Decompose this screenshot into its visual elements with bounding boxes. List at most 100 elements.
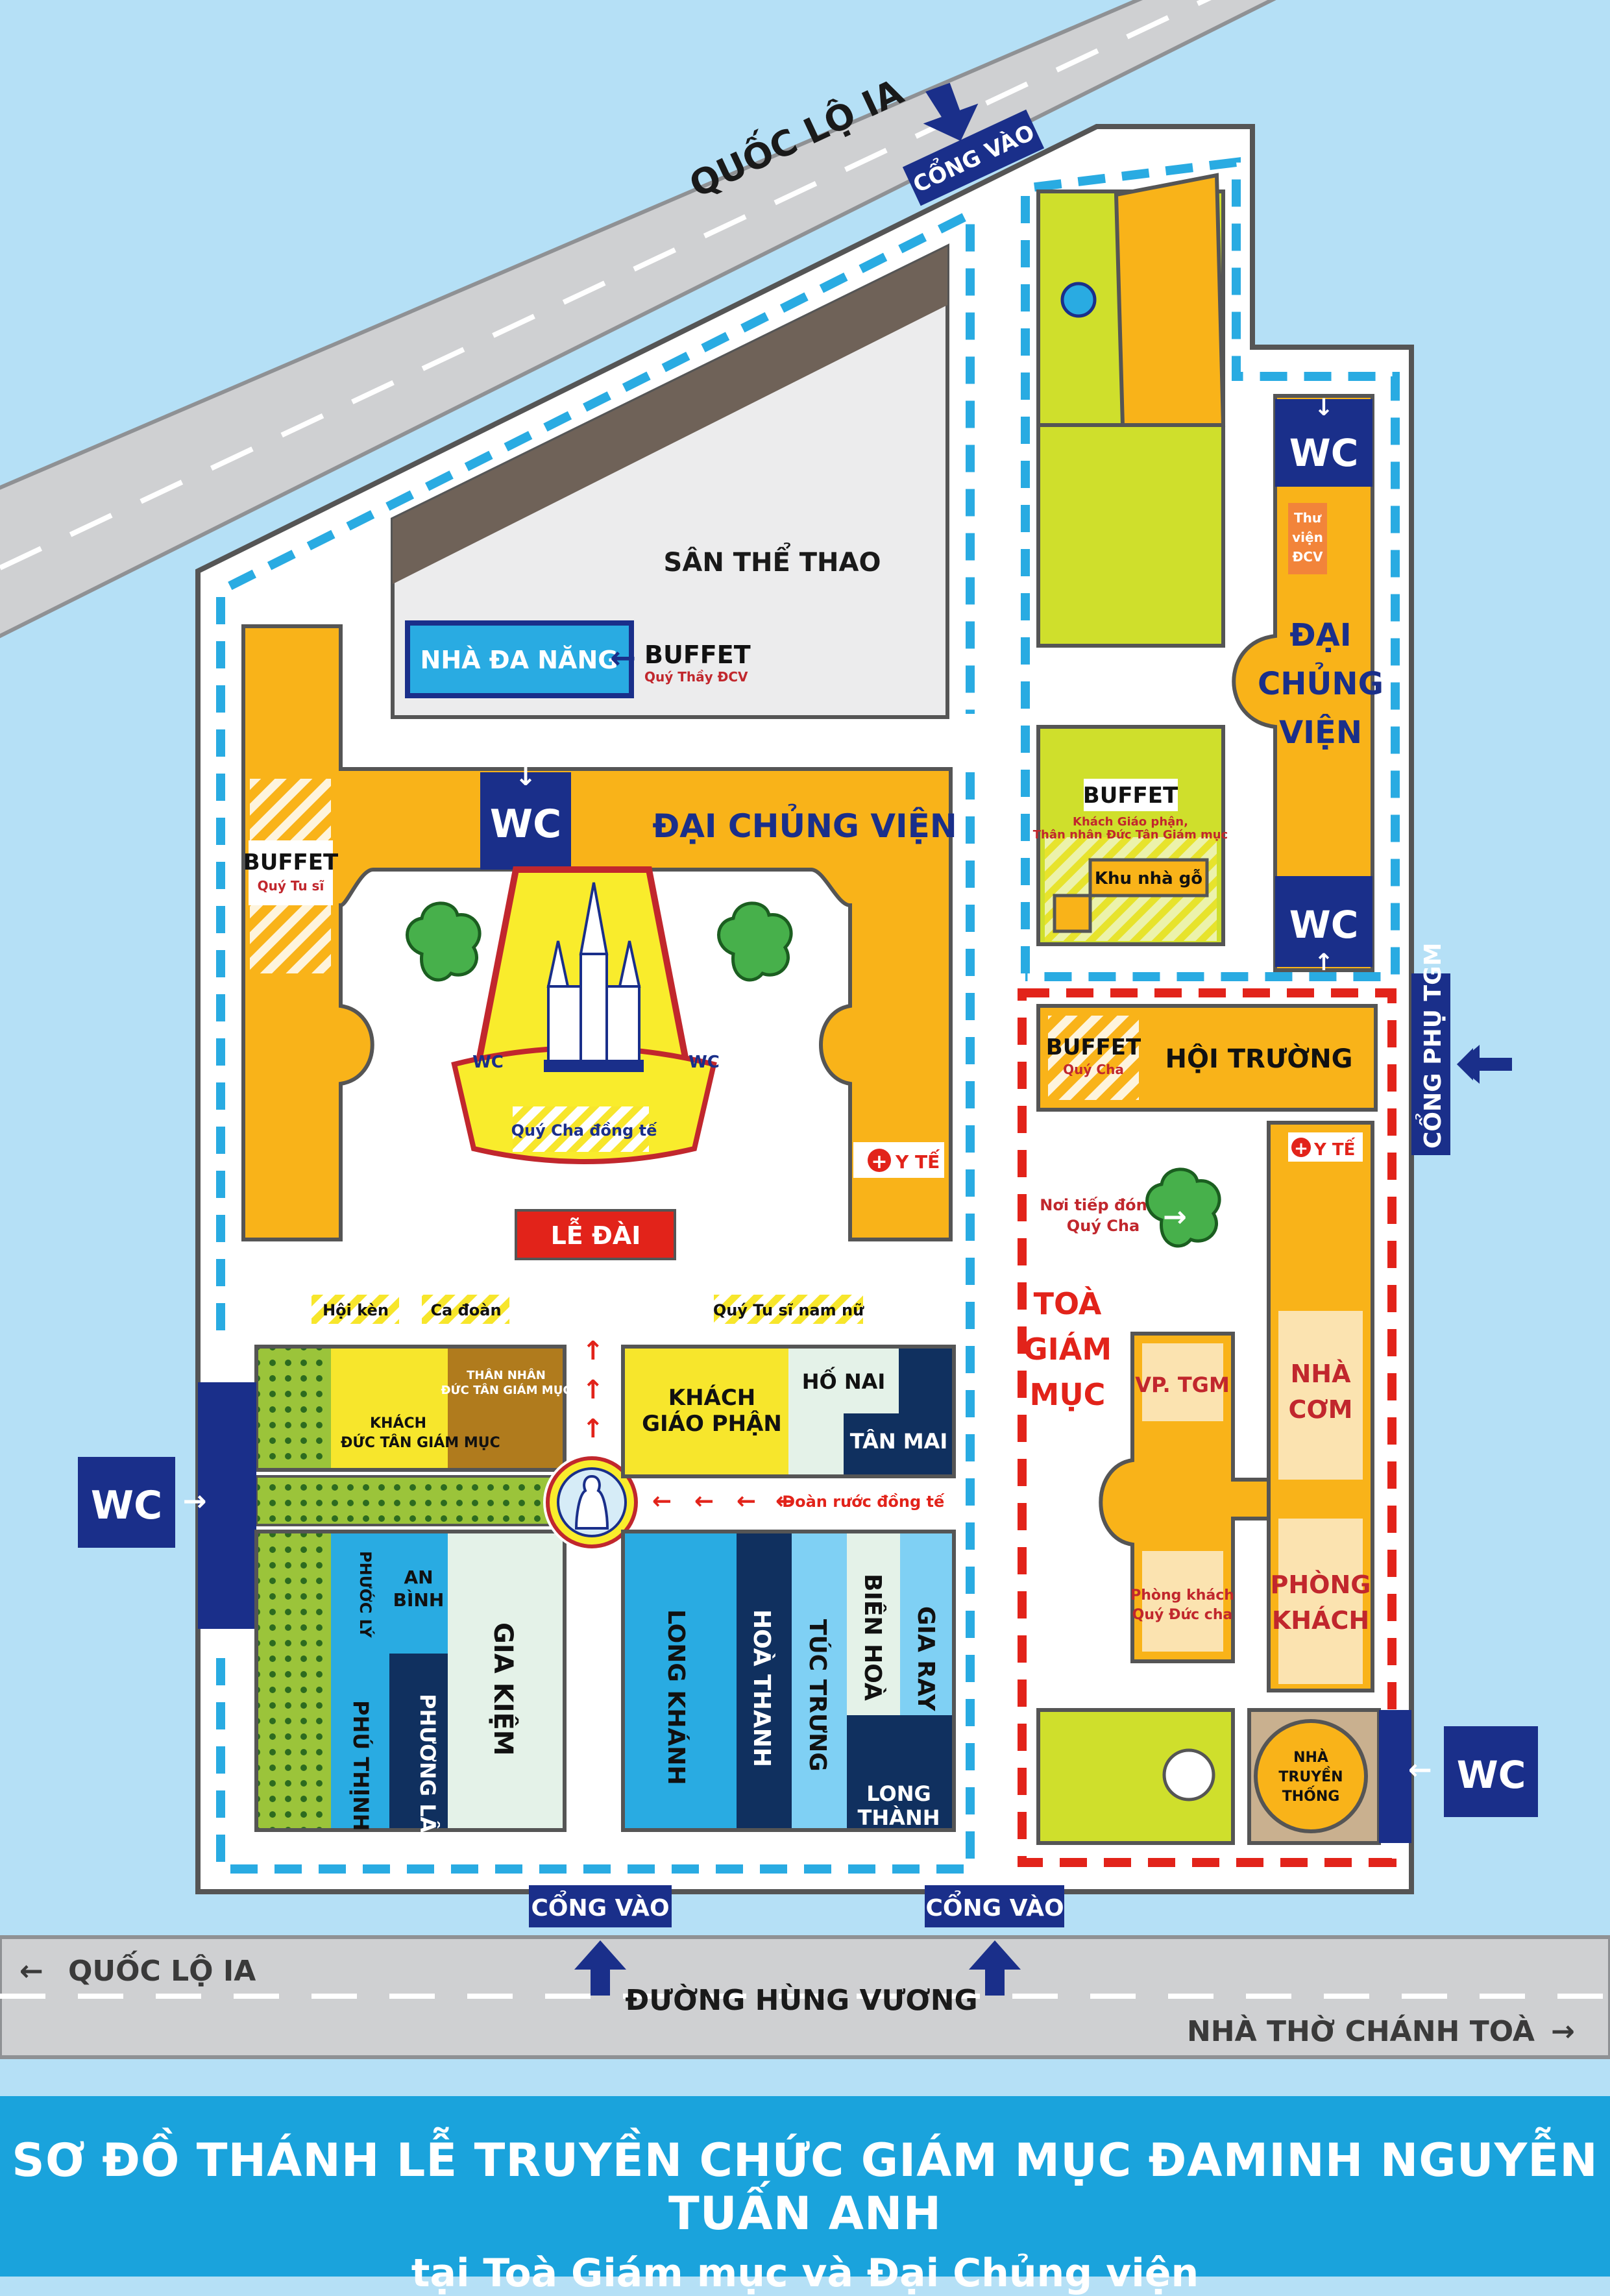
road-ql1a-bottom-label: QUỐC LỘ IA — [68, 1950, 256, 1988]
hoi-truong-label: HỘI TRƯỜNG — [1165, 1043, 1352, 1074]
arrow-up-icon: ↑ — [1314, 949, 1334, 976]
khach-dtgm-label-2: ĐỨC TÂN GIÁM MỤC — [341, 1434, 500, 1451]
nha-da-nang-label: NHÀ ĐA NĂNG — [421, 646, 618, 674]
medical-cross-icon: + — [871, 1151, 887, 1173]
pk-duc-cha-label-1: Phòng khách — [1130, 1587, 1234, 1604]
dcv-vertical-building: Thư viện ĐCV ĐẠI CHỦNG VIỆN — [1232, 394, 1384, 972]
mary-statue — [543, 1454, 640, 1551]
medical-cross-icon: + — [1294, 1139, 1308, 1158]
wc-left-wall — [198, 1382, 256, 1629]
church-icon — [544, 882, 644, 1072]
side-gate[interactable]: CỔNG PHỤ TGM — [1411, 943, 1512, 1155]
nha-truyen-thong-label-1: NHÀ — [1293, 1749, 1328, 1766]
dcv-v-label-3: VIỆN — [1279, 714, 1362, 751]
tan-mai-label: TÂN MAI — [850, 1429, 948, 1454]
buffet-cha-sub: Quý Cha — [1063, 1062, 1124, 1077]
footer-banner: SƠ ĐỒ THÁNH LỄ TRUYỀN CHỨC GIÁM MỤC ĐAMI… — [0, 2096, 1610, 2296]
phong-khach-label-2: KHÁCH — [1272, 1606, 1369, 1635]
arrow-up-icon — [969, 1940, 1021, 1996]
gate-bottom-left-label: CỔNG VÀO — [531, 1890, 669, 1922]
dai-chung-vien-label: ĐẠI CHỦNG VIỆN — [652, 803, 957, 845]
stage-wc-right: WC — [689, 1053, 720, 1072]
long-thanh-label-1: LONG — [866, 1781, 931, 1806]
svg-text:↑: ↑ — [582, 1375, 604, 1405]
wc-main-building[interactable]: WC ↓ — [480, 762, 571, 870]
phu-thinh-label: PHÚ THỊNH — [348, 1700, 374, 1831]
nha-com-label-2: CƠM — [1289, 1395, 1353, 1424]
khach-dtgm-label-1: KHÁCH — [370, 1415, 426, 1432]
walkway-red — [1018, 988, 1397, 1867]
nha-truyen-thong-label-3: THỐNG — [1282, 1786, 1340, 1805]
y-te-label-2: Y TẾ — [1313, 1137, 1356, 1160]
green-block-buffet: BUFFET Khách Giáo phận, Thân nhân Đức Tâ… — [1033, 725, 1228, 946]
nha-truyen-thong: NHÀ TRUYỀN THỐNG — [1247, 1708, 1381, 1845]
bien-hoa-label: BIÊN HOÀ — [859, 1574, 886, 1701]
nha-da-nang: NHÀ ĐA NĂNG ← BUFFET Quý Thầy ĐCV — [405, 620, 751, 698]
wc-dcv-bottom[interactable]: WC ↑ — [1275, 876, 1372, 976]
arrow-up-icon — [574, 1940, 626, 1996]
road-hung-vuong-label: ĐƯỜNG HÙNG VƯƠNG — [625, 1983, 977, 2017]
side-gate-label: CỔNG PHỤ TGM — [1415, 943, 1446, 1149]
road-cathedral-label: NHÀ THỜ CHÁNH TOÀ — [1187, 2014, 1535, 2048]
dcv-v-label-2: CHỦNG — [1258, 662, 1384, 702]
toa-gm-label-2: GIÁM — [1023, 1332, 1112, 1367]
road-hung-vuong — [0, 1935, 1610, 2059]
arrow-right-icon: → — [1163, 1201, 1187, 1234]
svg-text:↑: ↑ — [582, 1414, 604, 1444]
procession-arrows: ↑ ↑ ↑ ← ← ← ← Đoàn rước đồng tế — [582, 1336, 945, 1515]
tree-icon — [406, 901, 482, 982]
seating-top-left: THÂN NHÂN ĐỨC TÂN GIÁM MỤC KHÁCH ĐỨC TÂN… — [254, 1345, 572, 1472]
wc-left[interactable]: WC → — [78, 1457, 206, 1548]
gate-bottom-right[interactable]: CỔNG VÀO — [925, 1885, 1064, 1996]
tuc-trung-label: TÚC TRƯNG — [804, 1619, 831, 1772]
sports-field-label: SÂN THỂ THAO — [664, 542, 881, 578]
map-subtitle: tại Toà Giám mục và Đại Chủng viện — [411, 2251, 1199, 2296]
music-labels: Hội kèn Ca đoàn Quý Tu sĩ nam nữ — [311, 1295, 864, 1324]
khach-gp-label-1: KHÁCH — [668, 1384, 756, 1411]
seating-bottom-right: LONG KHÁNH HOÀ THANH TÚC TRƯNG BIÊN HOÀ … — [621, 1530, 956, 1832]
toa-gm-label-1: TOÀ — [1034, 1286, 1102, 1321]
wc-dcv-top[interactable]: ↓ WC — [1275, 395, 1372, 487]
khu-nha-go-label: Khu nhà gỗ — [1095, 868, 1202, 888]
buffet-dcv-sub: Quý Thầy ĐCV — [644, 669, 748, 685]
green-block-bottom — [1036, 1708, 1235, 1845]
wc-label: WC — [490, 801, 561, 847]
stage-wc-left: WC — [472, 1053, 504, 1072]
vp-tgm-label: VP. TGM — [1135, 1373, 1230, 1397]
buffet-tusi-label: BUFFET — [243, 849, 339, 875]
buffet-khach-sub-2: Thân nhân Đức Tân Giám mục — [1033, 828, 1228, 842]
seating-top-right: KHÁCH GIÁO PHẬN HỐ NAI TÂN MAI — [621, 1345, 956, 1478]
seating-bottom-left: PHƯỚC LÝ AN BÌNH PHÚ THỊNH PHƯƠNG LÂM GI… — [254, 1530, 567, 1853]
arrow-down-icon — [923, 82, 979, 141]
wc-dcv-bottom-label: WC — [1289, 903, 1359, 947]
wc-right-label: WC — [1457, 1753, 1526, 1797]
toa-gm-label-3: MỤC — [1030, 1377, 1106, 1412]
ca-doan-label: Ca đoàn — [430, 1301, 501, 1319]
dai-chung-vien-building: BUFFET Quý Tu sĩ ĐẠI CHỦNG VIỆN + Y TẾ — [241, 624, 957, 1241]
hoi-ken-label: Hội kèn — [323, 1301, 389, 1319]
than-nhan-label-1: THÂN NHÂN — [467, 1368, 546, 1382]
stage: Quý Cha đồng tế WC WC LỄ ĐÀI — [451, 866, 720, 1260]
le-dai-label: LỄ ĐÀI — [551, 1218, 641, 1250]
nha-com-label-1: NHÀ — [1290, 1360, 1351, 1388]
gate-bottom-right-label: CỔNG VÀO — [925, 1890, 1064, 1922]
doan-ruoc-label: Đoàn rước đồng tế — [782, 1493, 945, 1511]
buffet-tusi-sub: Quý Tu sĩ — [258, 878, 324, 894]
toa-giam-muc-building: VP. TGM Phòng khách Quý Đức cha TOÀ GIÁM… — [1023, 1286, 1271, 1663]
hoi-truong: BUFFET Quý Cha HỘI TRƯỜNG — [1036, 1004, 1378, 1112]
buffet-cha-label: BUFFET — [1046, 1034, 1141, 1060]
svg-text:←: ← — [775, 1488, 795, 1515]
gate-bottom-left[interactable]: CỔNG VÀO — [529, 1885, 672, 1996]
long-khanh-label: LONG KHÁNH — [663, 1609, 690, 1785]
y-te-label-1: Y TẾ — [895, 1149, 940, 1173]
thu-vien-label-3: ĐCV — [1293, 549, 1323, 565]
long-thanh-label-2: THÀNH — [858, 1805, 940, 1830]
wc-right[interactable]: WC ← — [1408, 1726, 1538, 1817]
than-nhan-label-2: ĐỨC TÂN GIÁM MỤC — [441, 1383, 571, 1397]
tree-icon — [717, 901, 793, 982]
gia-kiem-label: GIA KIỆM — [488, 1622, 519, 1756]
phuong-lam-label: PHƯƠNG LÂM — [415, 1694, 440, 1853]
dcv-v-label-1: ĐẠI — [1289, 617, 1351, 653]
walkway-blue — [216, 157, 1400, 1874]
gia-ray-label: GIA RAY — [912, 1606, 939, 1711]
